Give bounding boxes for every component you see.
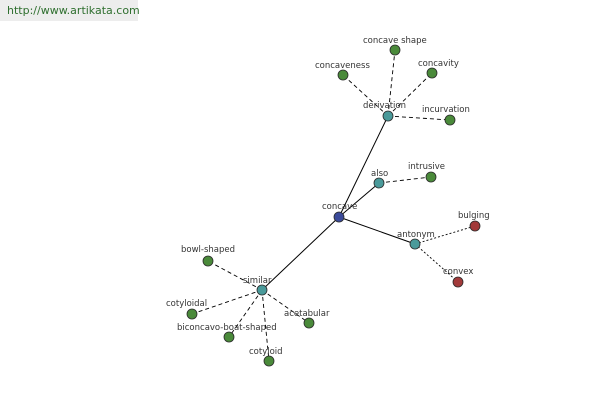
source-url-bar: http://www.artikata.com (0, 0, 140, 21)
edge-derivation-to-incurvation (387, 115, 451, 121)
nodes-layer (186, 44, 481, 367)
edge-antonym-to-bulging (414, 225, 476, 245)
node-intrusive[interactable] (425, 171, 437, 183)
edge-derivation-to-concavity (387, 72, 433, 117)
node-concave-shape[interactable] (389, 44, 401, 56)
edge-center-to-similar (261, 216, 340, 291)
node-label-acetabular[interactable]: acetabular (284, 309, 330, 319)
node-center[interactable] (333, 211, 345, 223)
node-similar[interactable] (256, 284, 268, 296)
node-convex[interactable] (452, 276, 464, 288)
edge-similar-to-acetabular (261, 289, 310, 324)
edge-center-to-antonym (338, 216, 416, 245)
edges-layer (191, 49, 476, 362)
node-label-concavity[interactable]: concavity (418, 59, 459, 69)
node-label-similar[interactable]: similar (243, 276, 272, 286)
node-label-intrusive[interactable]: intrusive (408, 162, 445, 172)
edge-center-to-also (338, 182, 380, 218)
node-bowl-shaped[interactable] (202, 255, 214, 267)
node-label-incurvation[interactable]: incurvation (422, 105, 470, 115)
node-incurvation[interactable] (444, 114, 456, 126)
node-label-cotyloidal[interactable]: cotyloidal (166, 299, 207, 309)
node-acetabular[interactable] (303, 317, 315, 329)
node-label-cotyloid[interactable]: cotyloid (249, 347, 283, 357)
node-label-biconcavo[interactable]: biconcavo-boat-shaped (177, 323, 277, 333)
node-biconcavo[interactable] (223, 331, 235, 343)
node-label-antonym[interactable]: antonym (397, 230, 435, 240)
node-label-also[interactable]: also (371, 169, 388, 179)
source-url[interactable]: http://www.artikata.com (7, 4, 140, 17)
node-cotyloidal[interactable] (186, 308, 198, 320)
node-derivation[interactable] (382, 110, 394, 122)
edge-also-to-intrusive (378, 176, 432, 184)
node-concavity[interactable] (426, 67, 438, 79)
node-label-convex[interactable]: convex (443, 267, 473, 277)
edge-center-to-derivation (338, 115, 389, 218)
node-concaveness[interactable] (337, 69, 349, 81)
edge-derivation-to-concaveness (342, 74, 389, 117)
node-label-derivation[interactable]: derivation (363, 101, 406, 111)
node-label-center[interactable]: concave (322, 202, 357, 212)
edge-similar-to-biconcavo (228, 289, 263, 338)
node-label-bowl-shaped[interactable]: bowl-shaped (181, 245, 235, 255)
node-antonym[interactable] (409, 238, 421, 250)
edge-antonym-to-convex (414, 243, 459, 283)
node-label-bulging[interactable]: bulging (458, 211, 490, 221)
edge-similar-to-cotyloid (261, 289, 270, 362)
node-bulging[interactable] (469, 220, 481, 232)
edge-similar-to-bowl-shaped (207, 260, 263, 291)
edge-similar-to-cotyloidal (191, 289, 263, 315)
node-also[interactable] (373, 177, 385, 189)
node-cotyloid[interactable] (263, 355, 275, 367)
node-label-concaveness[interactable]: concaveness (315, 61, 370, 71)
labels-layer: concave derivation also antonym similar conca… (166, 36, 490, 357)
node-label-concave-shape[interactable]: concave shape (363, 36, 427, 46)
